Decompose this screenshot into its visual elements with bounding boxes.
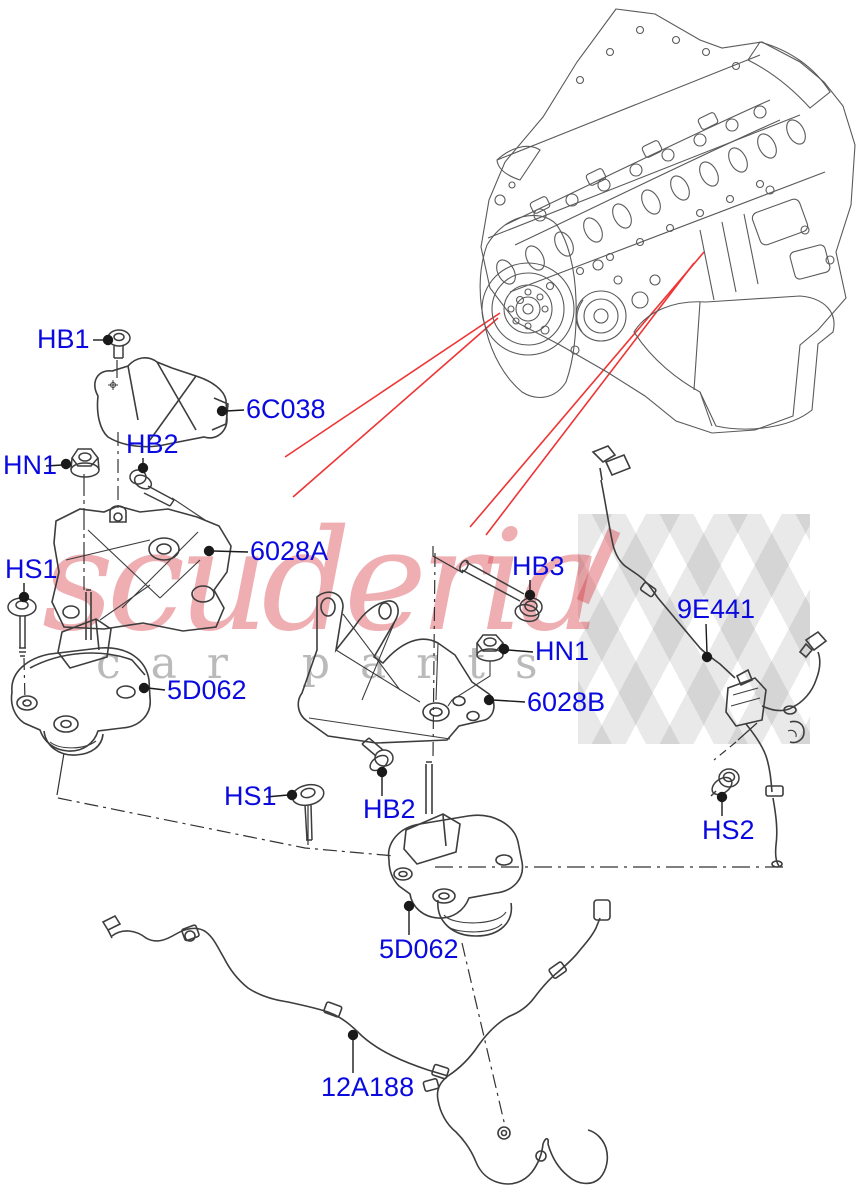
red-reference-lines xyxy=(284,251,705,536)
heat-shield-6c038-drawing xyxy=(94,357,229,448)
bracket-6028b-drawing xyxy=(297,591,495,744)
part-label-hs1-front[interactable]: HS1 xyxy=(5,554,58,584)
leader-lines xyxy=(18,334,728,1073)
part-label-hb3[interactable]: HB3 xyxy=(512,551,565,581)
harness-12a188-drawing xyxy=(101,899,611,1185)
harness-9e441-drawing xyxy=(591,445,828,868)
part-label-hs2[interactable]: HS2 xyxy=(702,815,755,845)
part-label-hn1-rear[interactable]: HN1 xyxy=(535,636,590,666)
nut-hn1-rear-drawing xyxy=(447,634,504,707)
bolt-hb2-front-drawing xyxy=(129,469,206,521)
part-label-5d062-rear[interactable]: 5D062 xyxy=(379,934,459,964)
part-label-6028a[interactable]: 6028A xyxy=(250,536,329,566)
part-label-5d062-front[interactable]: 5D062 xyxy=(167,675,247,705)
bolt-hb3-drawing xyxy=(459,559,543,623)
part-label-6c038[interactable]: 6C038 xyxy=(246,394,326,424)
part-label-12a188[interactable]: 12A188 xyxy=(321,1072,415,1102)
part-label-hs1-rear[interactable]: HS1 xyxy=(224,781,277,811)
part-label-9e441[interactable]: 9E441 xyxy=(677,594,756,624)
part-label-hb2-rear[interactable]: HB2 xyxy=(363,794,416,824)
screw-hs1-rear-drawing xyxy=(291,783,325,841)
bolt-hs2-drawing xyxy=(710,768,740,797)
mount-5d062-front-drawing xyxy=(10,589,151,756)
part-label-6028b[interactable]: 6028B xyxy=(527,687,606,717)
nut-hn1-front-drawing xyxy=(70,448,100,478)
screw-hs1-front-drawing xyxy=(7,597,37,657)
mount-5d062-rear-drawing xyxy=(387,761,524,937)
bracket-6028a-drawing xyxy=(51,505,232,632)
brand-watermark: scuderia xyxy=(42,500,601,663)
checkered-flag-watermark xyxy=(578,514,810,744)
engine-illustration xyxy=(479,8,856,434)
part-label-hn1-front[interactable]: HN1 xyxy=(3,450,58,480)
part-label-hb2-front[interactable]: HB2 xyxy=(126,429,179,459)
part-label-hb1[interactable]: HB1 xyxy=(37,324,90,354)
